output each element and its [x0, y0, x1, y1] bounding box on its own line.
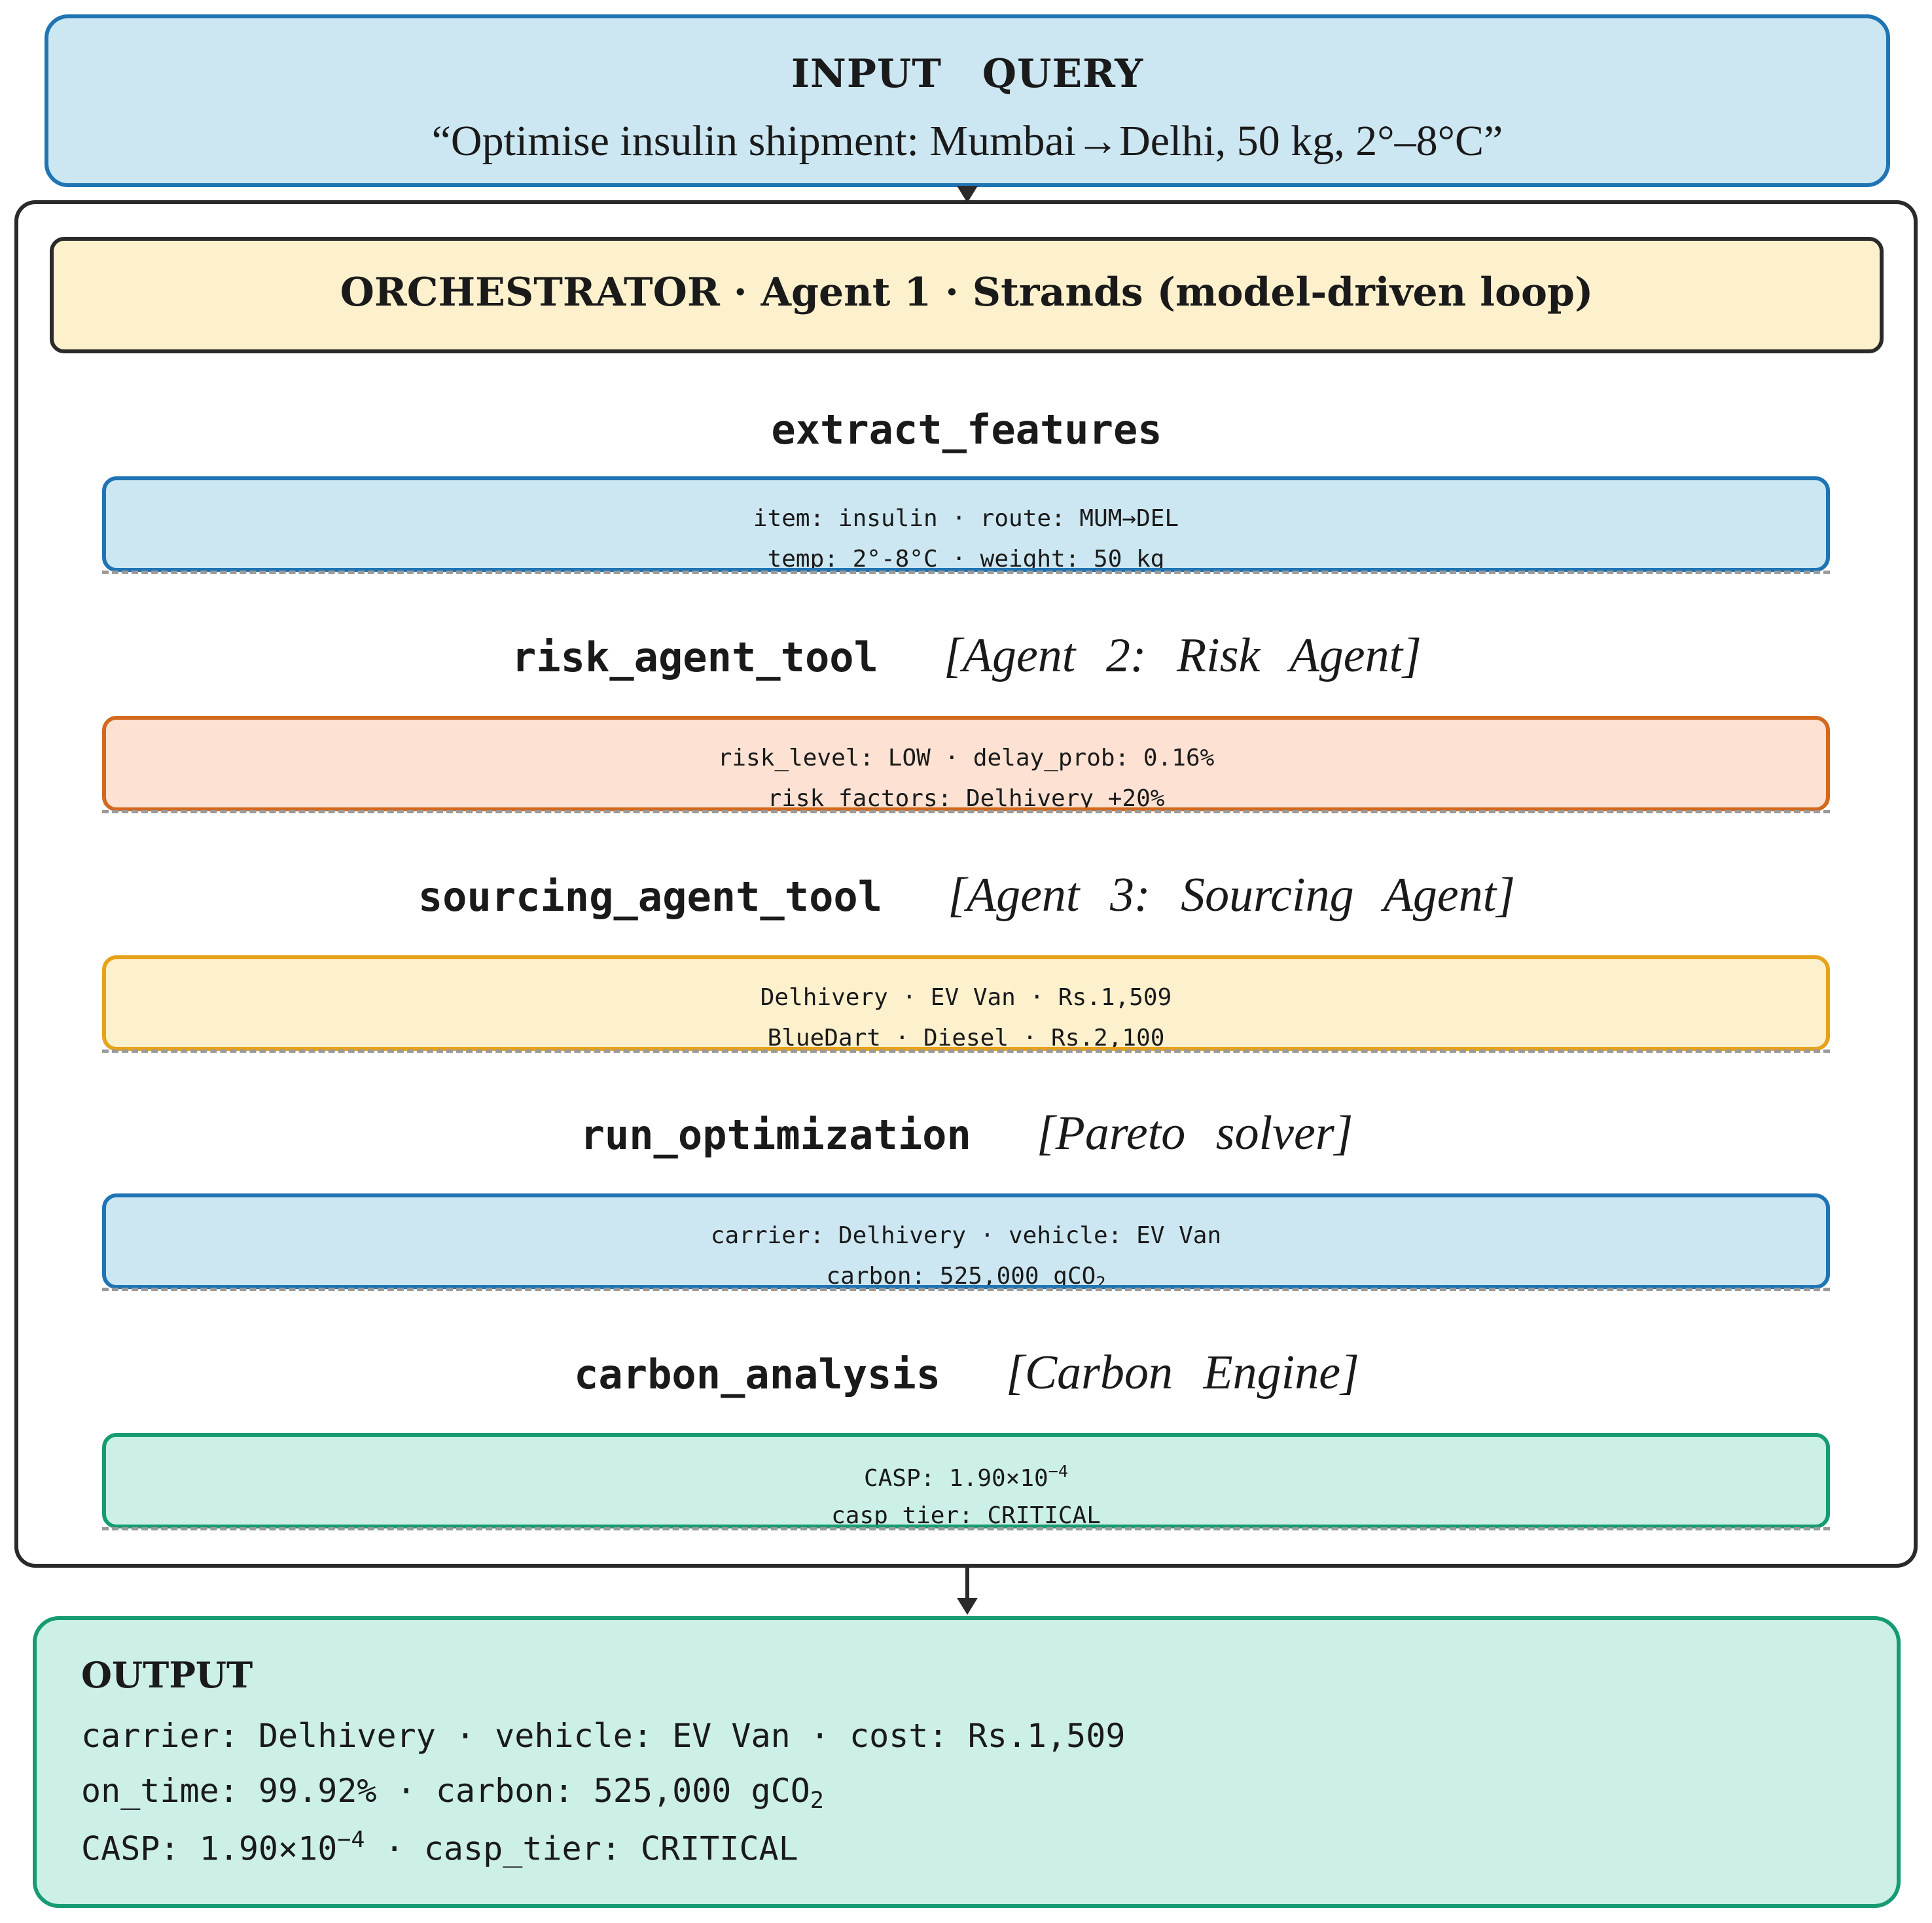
tool-header-extract-features: extract_features — [50, 406, 1884, 453]
tool-name: risk_agent_tool — [512, 633, 878, 681]
result-line: Delhivery · EV Van · Rs.1,509 — [760, 984, 1172, 1011]
result-box-risk-agent: risk_level: LOW · delay_prob: 0.16% risk… — [102, 716, 1830, 811]
orchestrator-label: ORCHESTRATOR · Agent 1 · Strands (model-… — [340, 270, 1594, 315]
dashed-divider — [102, 571, 1830, 574]
superscript: −4 — [337, 1827, 365, 1853]
result-box-run-optimization: carrier: Delhivery · vehicle: EV Van car… — [102, 1193, 1830, 1289]
output-line-casp: CASP: 1.90×10−4 · casp_tier: CRITICAL — [81, 1827, 798, 1867]
output-line-carbon: on_time: 99.92% · carbon: 525,000 gCO2 — [81, 1772, 824, 1814]
result-line: item: insulin · route: MUM→DEL — [753, 505, 1179, 532]
tool-header-carbon-analysis: carbon_analysis [Carbon Engine] — [50, 1345, 1884, 1401]
subscript: 2 — [810, 1787, 824, 1814]
result-line: carbon: 525,000 gCO2 — [106, 1263, 1826, 1289]
tool-agent-label: [Agent 3: Sourcing Agent] — [948, 868, 1516, 922]
output-carbon-text: on_time: 99.92% · carbon: 525,000 gCO — [81, 1772, 810, 1810]
superscript: −4 — [1048, 1462, 1069, 1481]
dashed-divider — [102, 1050, 1830, 1053]
arrow-orchestrator-to-output — [957, 1598, 978, 1615]
tool-header-sourcing-agent: sourcing_agent_tool [Agent 3: Sourcing Ag… — [50, 868, 1884, 923]
dashed-divider — [102, 1288, 1830, 1291]
output-title: OUTPUT — [81, 1654, 253, 1696]
output-casp-text: CASP: 1.90×10 — [81, 1829, 338, 1868]
tool-header-risk-agent: risk_agent_tool [Agent 2: Risk Agent] — [50, 628, 1884, 684]
input-query-text: “Optimise insulin shipment: Mumbai→Delhi… — [431, 117, 1503, 165]
tool-agent-label: [Pareto solver] — [1036, 1106, 1353, 1160]
tool-header-run-optimization: run_optimization [Pareto solver] — [50, 1106, 1884, 1161]
subscript: 2 — [1096, 1273, 1106, 1289]
output-line-carrier: carrier: Delhivery · vehicle: EV Van · c… — [81, 1717, 1126, 1755]
orchestrator-box: ORCHESTRATOR · Agent 1 · Strands (model-… — [50, 237, 1884, 353]
result-box-extract-features: item: insulin · route: MUM→DEL temp: 2°-… — [102, 476, 1830, 572]
input-query-box: INPUT QUERY “Optimise insulin shipment: … — [45, 14, 1890, 187]
tool-name: carbon_analysis — [574, 1350, 941, 1398]
tool-name: run_optimization — [580, 1111, 971, 1159]
result-line: casp_tier: CRITICAL — [831, 1502, 1101, 1528]
arrow-input-to-orchestrator — [957, 186, 978, 203]
arrow-shaft — [965, 1568, 969, 1600]
result-line: risk_factors: Delhivery +20% — [767, 785, 1165, 811]
tool-name: extract_features — [771, 406, 1162, 453]
result-line: carrier: Delhivery · vehicle: EV Van — [710, 1222, 1222, 1249]
output-box: OUTPUT carrier: Delhivery · vehicle: EV … — [33, 1616, 1901, 1908]
casp-value: CASP: 1.90×10 — [863, 1464, 1048, 1492]
tool-agent-label: [Carbon Engine] — [1006, 1346, 1359, 1400]
result-line: CASP: 1.90×10−4 — [106, 1462, 1826, 1492]
tool-name: sourcing_agent_tool — [418, 873, 883, 921]
result-line: risk_level: LOW · delay_prob: 0.16% — [717, 745, 1215, 771]
output-casp-tier: · casp_tier: CRITICAL — [365, 1829, 798, 1868]
result-line: temp: 2°-8°C · weight: 50 kg — [767, 546, 1165, 572]
tool-agent-label: [Agent 2: Risk Agent] — [943, 629, 1422, 682]
dashed-divider — [102, 810, 1830, 813]
result-box-sourcing-agent: Delhivery · EV Van · Rs.1,509 BlueDart ·… — [102, 955, 1830, 1051]
dashed-divider — [102, 1527, 1830, 1530]
result-box-carbon-analysis: CASP: 1.90×10−4 casp_tier: CRITICAL — [102, 1433, 1830, 1528]
result-line: BlueDart · Diesel · Rs.2,100 — [767, 1025, 1165, 1051]
input-query-title: INPUT QUERY — [791, 51, 1144, 97]
orchestrator-container — [14, 200, 1918, 1568]
carbon-value: carbon: 525,000 gCO — [826, 1263, 1096, 1289]
